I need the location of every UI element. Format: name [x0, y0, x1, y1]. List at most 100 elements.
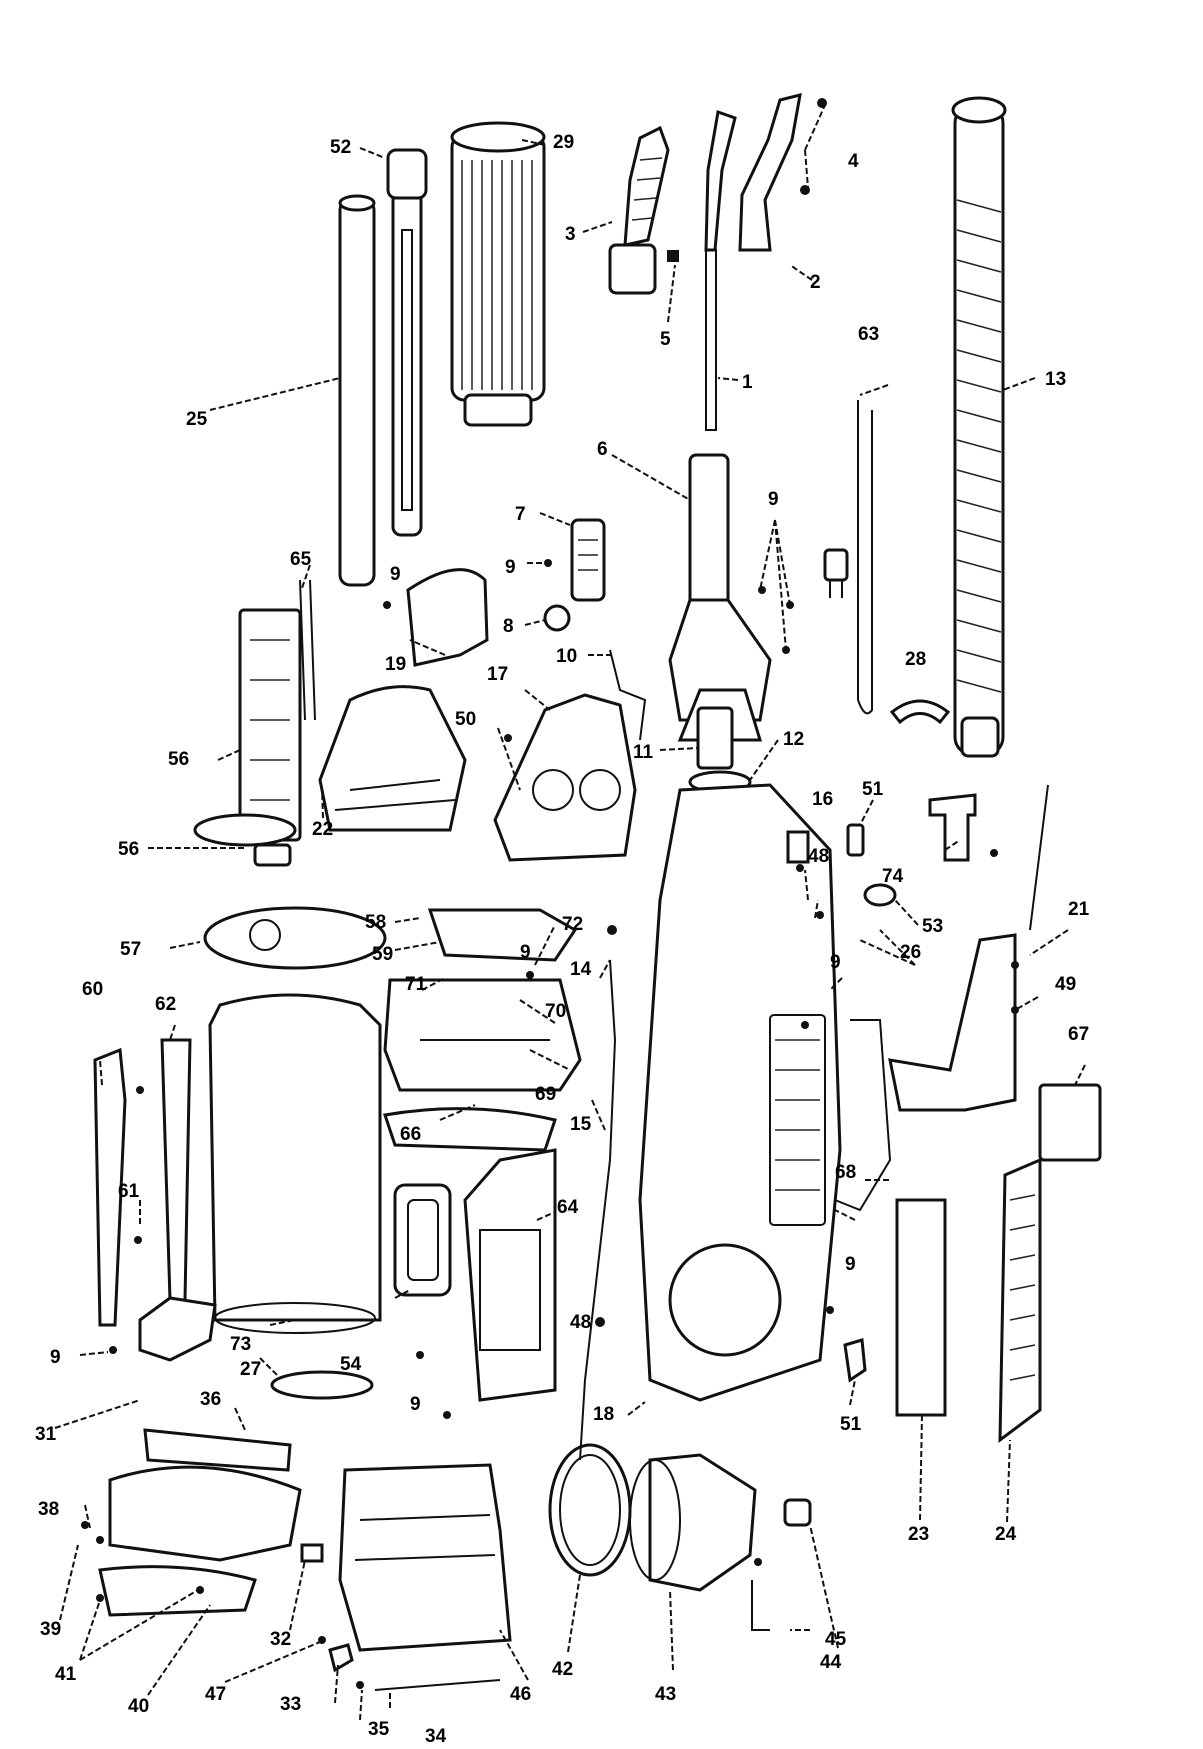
part-19-cover — [406, 568, 489, 667]
part-51-plug-upper — [846, 823, 865, 857]
label-29: 29 — [553, 132, 574, 153]
part-68-strap — [834, 1019, 892, 1212]
part-8-knob — [543, 604, 571, 632]
label-35: 35 — [368, 1719, 390, 1740]
label-9-c: 9 — [390, 564, 401, 585]
part-36-bar — [143, 1428, 292, 1472]
label-24: 24 — [995, 1524, 1017, 1545]
label-9-a: 9 — [768, 489, 779, 510]
label-9-g: 9 — [50, 1347, 61, 1368]
label-6: 6 — [597, 439, 608, 460]
part-27-gasket — [270, 1370, 374, 1400]
label-17: 17 — [487, 664, 508, 685]
part-7-latch — [570, 518, 606, 602]
label-73: 73 — [230, 1334, 251, 1355]
part-40-bumper — [98, 1565, 257, 1617]
part-46-base — [338, 1463, 512, 1652]
label-9-f: 9 — [845, 1254, 856, 1275]
label-12: 12 — [783, 729, 804, 750]
label-44: 44 — [820, 1652, 842, 1673]
label-63: 63 — [858, 324, 879, 345]
part-17-housing — [493, 693, 637, 862]
part-24-panel — [998, 1157, 1042, 1444]
label-49: 49 — [1055, 974, 1076, 995]
label-46: 46 — [510, 1684, 531, 1705]
label-9-d: 9 — [520, 942, 531, 963]
label-42: 42 — [552, 1659, 573, 1680]
label-14: 14 — [570, 959, 592, 980]
label-62: 62 — [155, 994, 176, 1015]
label-48-b: 48 — [570, 1312, 591, 1333]
label-68: 68 — [835, 1162, 856, 1183]
part-5-screw — [667, 250, 679, 262]
label-16: 16 — [812, 789, 833, 810]
label-31: 31 — [35, 1424, 57, 1445]
label-40: 40 — [128, 1696, 149, 1717]
part-51-plug-lower — [843, 1338, 867, 1383]
part-60-panel — [93, 1047, 127, 1327]
label-54: 54 — [340, 1354, 362, 1375]
part-25-wand — [338, 163, 423, 587]
label-50: 50 — [455, 709, 476, 730]
label-23: 23 — [908, 1524, 929, 1545]
part-28-clip — [889, 699, 951, 725]
label-51-b: 51 — [840, 1414, 862, 1435]
label-21: 21 — [1068, 899, 1090, 920]
part-31-bracket — [138, 1296, 217, 1362]
label-64: 64 — [557, 1197, 579, 1218]
label-56-b: 56 — [118, 839, 139, 860]
label-36: 36 — [200, 1389, 221, 1410]
label-10: 10 — [556, 646, 577, 667]
label-3: 3 — [565, 224, 576, 245]
part-4-screws — [800, 98, 827, 195]
part-bumper-upper — [108, 1465, 302, 1562]
label-47: 47 — [205, 1684, 226, 1705]
label-27: 27 — [240, 1359, 261, 1380]
label-56: 56 — [168, 749, 189, 770]
label-65: 65 — [290, 549, 312, 570]
part-54-gasket — [393, 1183, 452, 1297]
part-53-bulb — [863, 883, 897, 907]
label-61: 61 — [118, 1181, 140, 1202]
part-56-screen — [193, 608, 302, 847]
label-25: 25 — [186, 409, 208, 430]
part-65-strip — [299, 579, 316, 721]
label-59: 59 — [372, 944, 393, 965]
label-9-e: 9 — [830, 952, 841, 973]
part-43-motor — [629, 1453, 757, 1592]
label-70: 70 — [545, 1001, 566, 1022]
label-57: 57 — [120, 939, 141, 960]
label-67: 67 — [1068, 1024, 1089, 1045]
part-16-bracket — [786, 830, 810, 864]
part-13-hose — [951, 96, 1007, 758]
part-2-handle-cover — [738, 92, 802, 252]
label-18: 18 — [593, 1404, 614, 1425]
part-33-part — [328, 1643, 354, 1673]
label-38: 38 — [38, 1499, 59, 1520]
label-15: 15 — [570, 1114, 592, 1135]
part-67-cover — [1038, 1083, 1102, 1162]
label-66: 66 — [400, 1124, 421, 1145]
label-60: 60 — [82, 979, 103, 1000]
label-4: 4 — [848, 151, 859, 172]
part-62-panel — [160, 1038, 192, 1302]
label-71: 71 — [405, 974, 427, 995]
label-58: 58 — [365, 912, 386, 933]
label-74: 74 — [882, 866, 904, 887]
part-74-bracket — [928, 793, 977, 862]
part-23-filter-plate — [895, 1198, 947, 1417]
part-32-block — [300, 1543, 324, 1563]
part-66-tray — [383, 1107, 557, 1152]
label-9-h: 9 — [410, 1394, 421, 1415]
part-57-lid — [203, 906, 387, 970]
label-72: 72 — [562, 914, 583, 935]
part-22-shroud — [318, 685, 467, 832]
part-73-dirt-cup — [208, 993, 382, 1334]
label-1: 1 — [742, 372, 753, 393]
label-7: 7 — [515, 504, 526, 525]
part-main-body — [638, 783, 842, 1402]
label-11: 11 — [633, 742, 654, 763]
label-19: 19 — [385, 654, 406, 675]
label-22: 22 — [312, 819, 333, 840]
label-48-a: 48 — [808, 846, 829, 867]
